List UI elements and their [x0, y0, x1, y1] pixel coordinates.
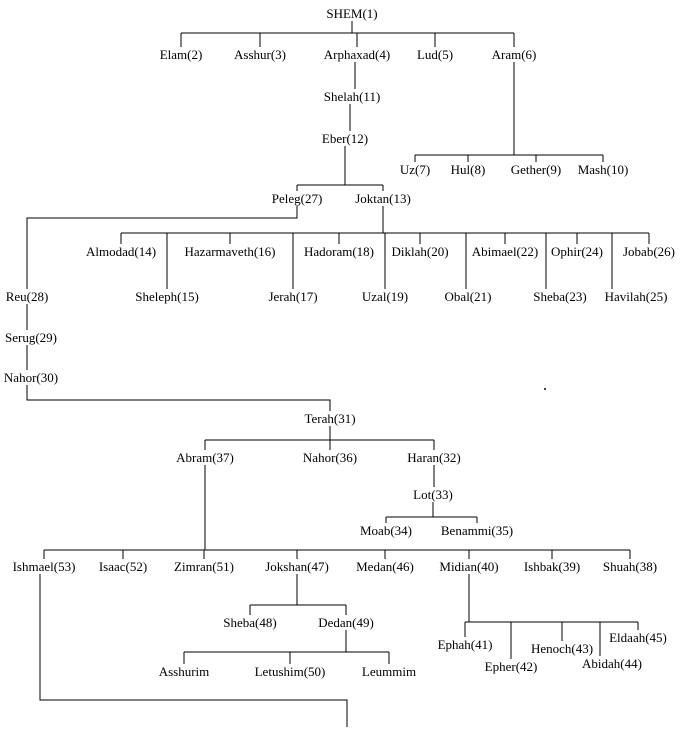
node-shuah: Shuah(38)	[602, 559, 658, 574]
node-hul: Hul(8)	[450, 162, 486, 177]
node-moab: Moab(34)	[360, 523, 412, 538]
node-hadoram: Hadoram(18)	[303, 244, 375, 259]
node-mash: Mash(10)	[577, 162, 629, 177]
connector-dedan-children	[183, 630, 390, 664]
node-abimael: Abimael(22)	[471, 244, 539, 259]
connector-ishmael-descent	[39, 574, 348, 727]
node-nahor-36: Nahor(36)	[302, 450, 358, 465]
node-lot: Lot(33)	[413, 487, 453, 502]
node-aram: Aram(6)	[491, 47, 537, 62]
node-sheba-23: Sheba(23)	[533, 289, 587, 304]
stray-dot	[544, 388, 546, 390]
node-joktan: Joktan(13)	[355, 191, 411, 206]
node-dedan: Dedan(49)	[318, 615, 374, 630]
node-peleg: Peleg(27)	[271, 191, 323, 206]
node-asshur: Asshur(3)	[234, 47, 286, 62]
node-henoch: Henoch(43)	[530, 641, 594, 656]
connector-peleg-descent	[26, 206, 331, 411]
node-uzal: Uzal(19)	[361, 289, 409, 304]
node-elam: Elam(2)	[159, 47, 203, 62]
node-ishbak: Ishbak(39)	[523, 559, 581, 574]
node-havilah: Havilah(25)	[604, 289, 668, 304]
node-obal: Obal(21)	[444, 289, 492, 304]
node-epher: Epher(42)	[484, 659, 538, 674]
node-jerah: Jerah(17)	[268, 289, 318, 304]
node-leummim: Leummim	[361, 664, 417, 679]
node-sheleph: Sheleph(15)	[135, 289, 199, 304]
node-abram: Abram(37)	[176, 450, 234, 465]
node-shelah: Shelah(11)	[323, 89, 381, 104]
node-lud: Lud(5)	[416, 47, 454, 62]
node-ishmael: Ishmael(53)	[12, 559, 76, 574]
node-ephah: Ephah(41)	[437, 637, 493, 652]
node-arphaxad: Arphaxad(4)	[323, 47, 391, 62]
connector-jokshan-children	[249, 574, 347, 615]
node-terah: Terah(31)	[304, 411, 356, 426]
connector-eber-children	[296, 146, 384, 191]
connector-shem-children	[180, 21, 515, 47]
connector-arphaxad-shelah-eber	[349, 62, 356, 131]
node-letushim: Letushim(50)	[254, 664, 326, 679]
node-almodad: Almodad(14)	[85, 244, 157, 259]
node-zimran: Zimran(51)	[174, 559, 234, 574]
node-abidah: Abidah(44)	[582, 656, 642, 671]
connector-terah-children	[204, 426, 435, 450]
node-ophir: Ophir(24)	[551, 244, 603, 259]
node-nahor-30: Nahor(30)	[3, 370, 59, 385]
node-uz: Uz(7)	[399, 162, 431, 177]
node-haran: Haran(32)	[407, 450, 461, 465]
connector-lot-children	[385, 502, 478, 523]
node-sheba-48: Sheba(48)	[223, 615, 277, 630]
node-eldaah: Eldaah(45)	[609, 630, 667, 645]
node-eber: Eber(12)	[321, 131, 369, 146]
node-reu: Reu(28)	[5, 289, 49, 304]
node-benammi: Benammi(35)	[440, 523, 514, 538]
node-hazarmaveth: Hazarmaveth(16)	[184, 244, 276, 259]
node-gether: Gether(9)	[510, 162, 562, 177]
node-jokshan: Jokshan(47)	[265, 559, 329, 574]
connector-abram-children	[43, 465, 631, 559]
node-serug: Serug(29)	[5, 330, 57, 345]
connector-aram-children	[414, 62, 604, 162]
node-jobab: Jobab(26)	[623, 244, 675, 259]
connector-midian-children	[464, 574, 639, 659]
node-midian: Midian(40)	[439, 559, 499, 574]
node-medan: Medan(46)	[356, 559, 414, 574]
node-asshurim: Asshurim	[158, 664, 210, 679]
node-diklah: Diklah(20)	[391, 244, 449, 259]
connector-joktan-children	[120, 206, 650, 289]
node-shem: SHEM(1)	[326, 6, 378, 21]
node-isaac: Isaac(52)	[98, 559, 148, 574]
